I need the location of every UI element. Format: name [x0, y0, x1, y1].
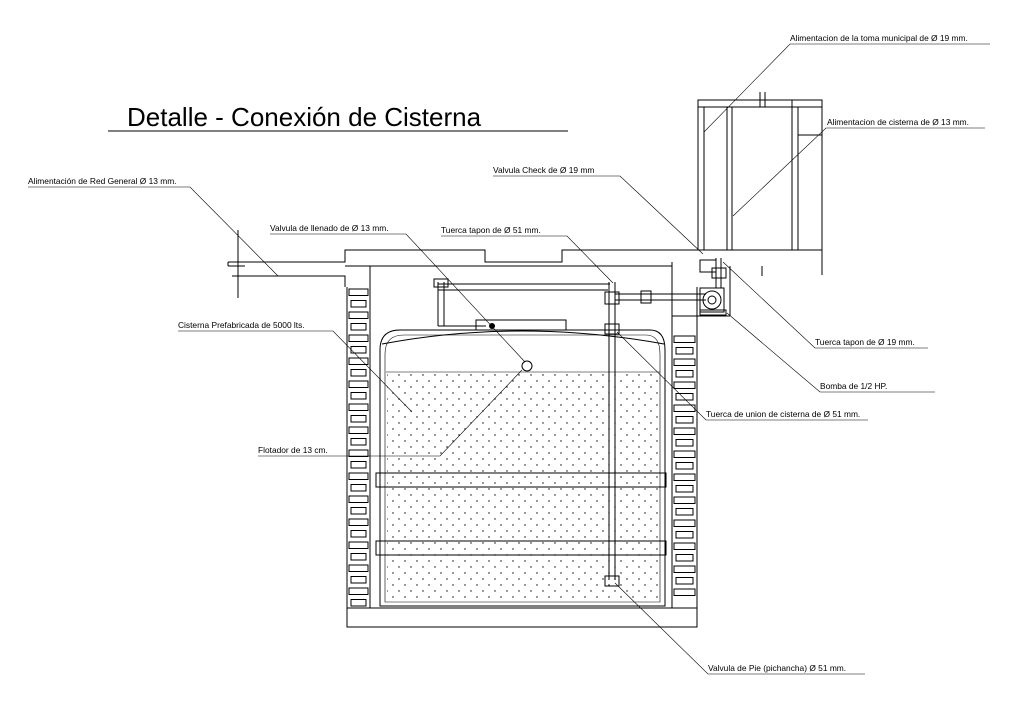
brick	[673, 450, 696, 458]
brick	[348, 564, 369, 572]
page-title: Detalle - Conexión de Cisterna	[127, 102, 482, 132]
brick	[350, 484, 367, 492]
check-valve-icon	[699, 258, 727, 288]
cistern-pit	[346, 266, 698, 628]
brick	[675, 393, 694, 401]
brick	[350, 461, 367, 469]
brick	[348, 334, 369, 342]
tuerca-tapon-51-fitting	[604, 291, 620, 305]
brick	[673, 381, 696, 389]
brick	[348, 472, 369, 480]
label-flotador: Flotador de 13 cm.	[258, 445, 328, 455]
brick	[350, 599, 367, 607]
label-valvula-pie: Valvula de Pie (pichancha) Ø 51 mm.	[708, 663, 846, 673]
brick	[350, 392, 367, 400]
brick	[673, 358, 696, 366]
tower-structure	[697, 92, 823, 250]
brick	[675, 508, 694, 516]
brick	[348, 518, 369, 526]
brick	[675, 485, 694, 493]
brick	[350, 530, 367, 538]
water-fill	[387, 372, 659, 600]
tuerca-union-fitting	[604, 323, 620, 335]
brick	[348, 541, 369, 549]
brick	[350, 438, 367, 446]
brick	[350, 507, 367, 515]
brick-wall-right	[673, 335, 696, 596]
brick	[673, 588, 696, 596]
brick	[348, 587, 369, 595]
flotador-icon	[489, 323, 533, 372]
brick	[348, 380, 369, 388]
brick	[673, 404, 696, 412]
brick	[673, 427, 696, 435]
brick	[348, 357, 369, 365]
brick	[350, 553, 367, 561]
brick	[675, 554, 694, 562]
brick	[348, 495, 369, 503]
brick	[675, 370, 694, 378]
label-bomba: Bomba de 1/2 HP.	[820, 381, 887, 391]
brick	[348, 403, 369, 411]
label-tuerca-union: Tuerca de union de cisterna de Ø 51 mm.	[706, 409, 860, 419]
label-valvula-check: Valvula Check de Ø 19 mm	[493, 165, 594, 175]
fill-valve-pipe	[433, 278, 610, 327]
label-tuerca-tapon-19: Tuerca tapon de Ø 19 mm.	[815, 337, 915, 347]
brick	[350, 369, 367, 377]
suction-pipe	[604, 282, 706, 587]
brick	[675, 577, 694, 585]
brick	[673, 565, 696, 573]
brick	[675, 439, 694, 447]
brick	[673, 519, 696, 527]
brick	[350, 300, 367, 308]
pump-icon	[699, 287, 727, 316]
ground-slab	[228, 249, 823, 317]
label-cisterna-prefabricada: Cisterna Prefabricada de 5000 lts.	[178, 320, 305, 330]
brick	[675, 416, 694, 424]
brick	[673, 542, 696, 550]
tank-band-upper	[375, 472, 667, 488]
brick-wall-left	[348, 288, 369, 607]
brick	[348, 449, 369, 457]
red-general-pipe	[227, 230, 245, 298]
label-valvula-llenado: Valvula de llenado de Ø 13 mm.	[270, 223, 389, 233]
brick	[675, 531, 694, 539]
brick	[675, 462, 694, 470]
tank-band-lower	[375, 540, 667, 556]
label-tuerca-tapon-51: Tuerca tapon de Ø 51 mm.	[441, 225, 541, 235]
brick	[350, 576, 367, 584]
brick	[348, 311, 369, 319]
valvula-pie-fitting	[604, 575, 620, 587]
brick	[348, 426, 369, 434]
brick	[348, 288, 369, 296]
brick	[350, 323, 367, 331]
brick	[675, 347, 694, 355]
tank-lid	[475, 319, 567, 331]
brick	[673, 473, 696, 481]
leader-lines	[28, 43, 990, 675]
brick	[673, 496, 696, 504]
label-alimentacion-toma: Alimentacion de la toma municipal de Ø 1…	[790, 33, 968, 43]
label-alimentacion-red: Alimentación de Red General Ø 13 mm.	[28, 176, 177, 186]
brick	[673, 335, 696, 343]
tank-body	[375, 319, 667, 607]
label-alimentacion-cisterna: Alimentacion de cisterna de Ø 13 mm.	[827, 117, 969, 127]
brick	[350, 415, 367, 423]
